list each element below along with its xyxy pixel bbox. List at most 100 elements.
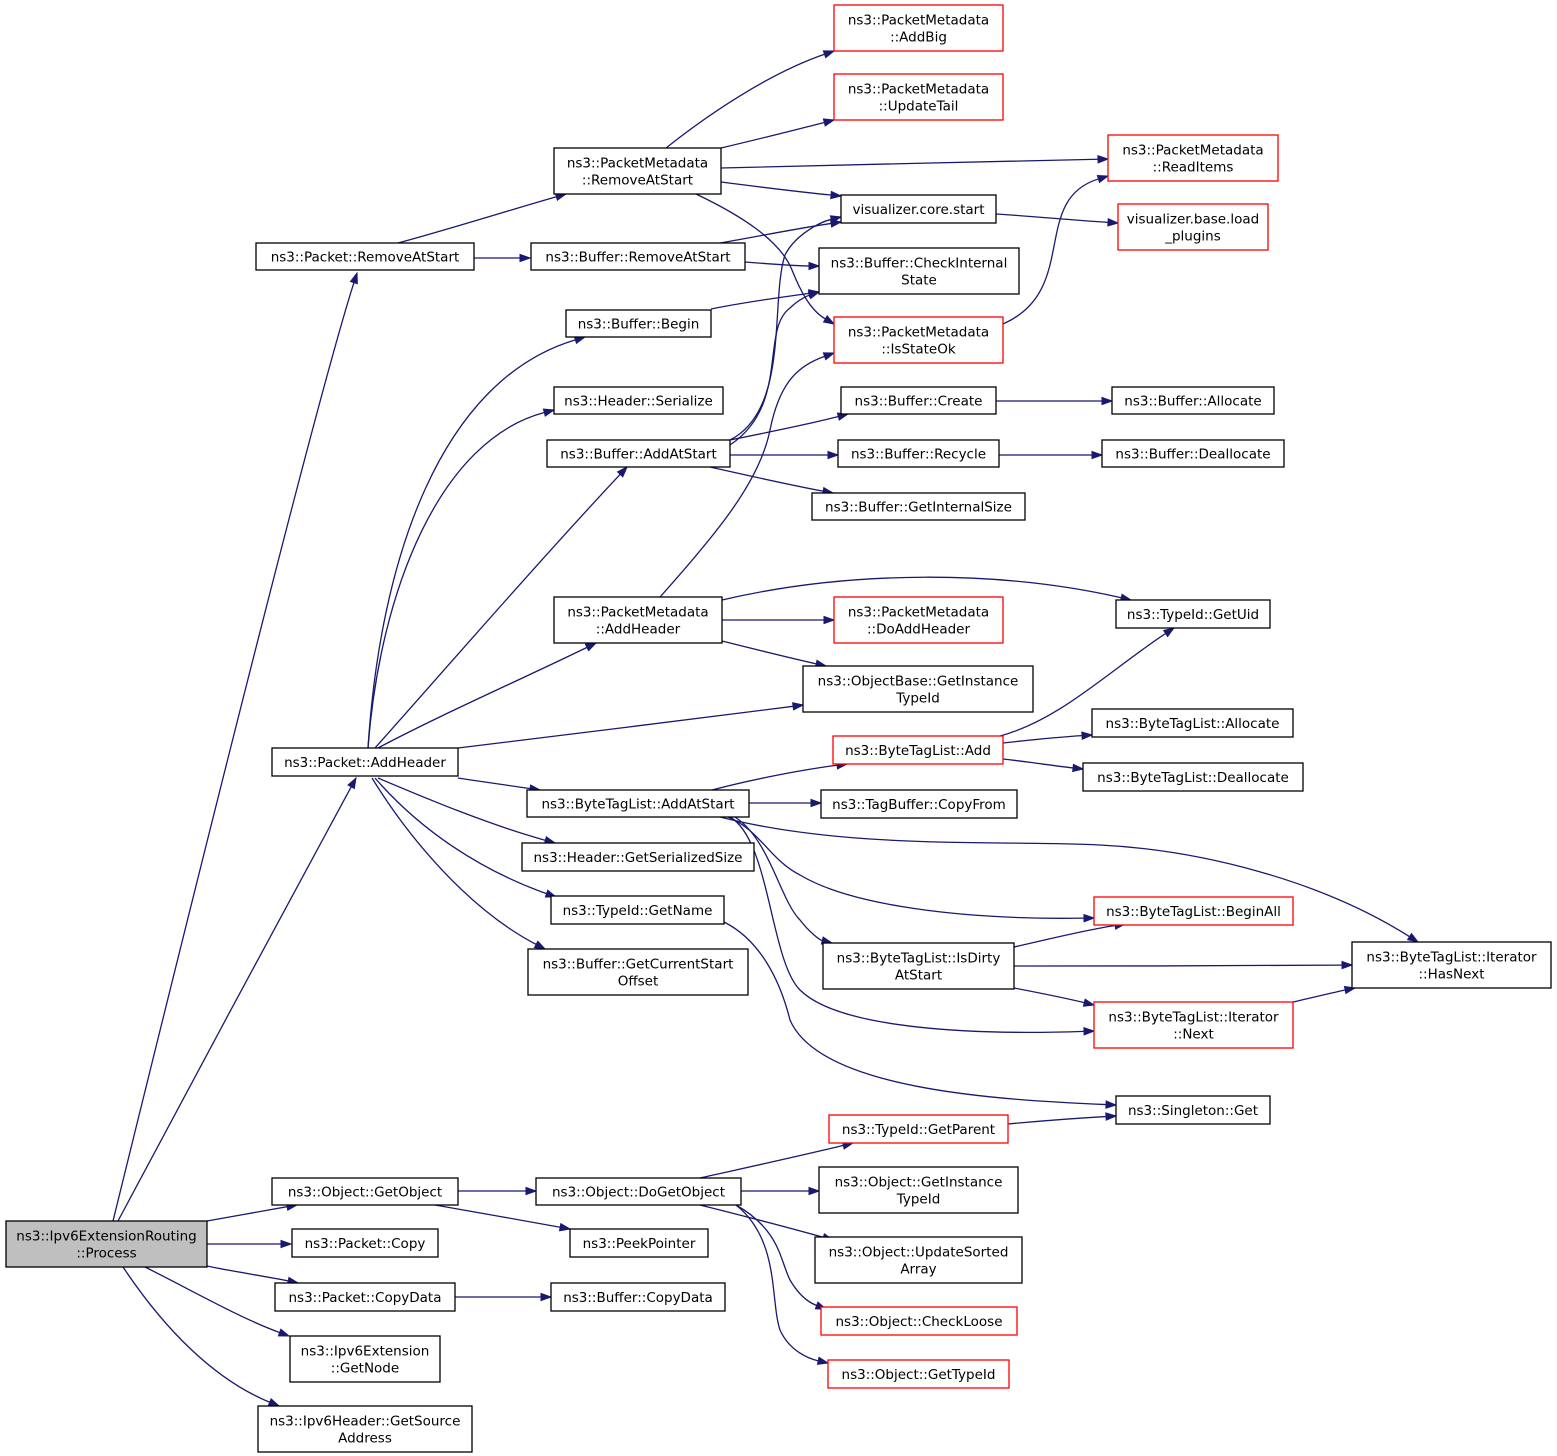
function-node-obj-getobject[interactable]: ns3::Object::GetObject (271, 1177, 459, 1206)
function-node-pkt-copy[interactable]: ns3::Packet::Copy (291, 1228, 439, 1258)
function-node-pm-readitems[interactable]: ns3::PacketMetadata::ReadItems (1107, 134, 1279, 182)
edge-arrowhead (1072, 763, 1085, 773)
edge-line (1292, 989, 1346, 1003)
function-node-hdr-getserializedsize[interactable]: ns3::Header::GetSerializedSize (521, 842, 755, 872)
node-box (1082, 762, 1304, 792)
function-node-btl-beginall[interactable]: ns3::ByteTagList::BeginAll (1093, 896, 1294, 926)
call-edge-vis_core_start-to-vis_base_load (995, 213, 1120, 227)
function-node-pm-isstateok[interactable]: ns3::PacketMetadata::IsStateOk (833, 316, 1004, 364)
function-node-pkt-addheader[interactable]: ns3::Packet::AddHeader (271, 747, 459, 777)
function-node-buf-recycle[interactable]: ns3::Buffer::Recycle (837, 439, 1000, 468)
function-node-buf-allocate[interactable]: ns3::Buffer::Allocate (1111, 386, 1275, 415)
edge-arrowhead (1097, 154, 1110, 164)
function-node-buf-create[interactable]: ns3::Buffer::Create (840, 386, 997, 415)
call-edge-root-to-ipv6ext_getnode (144, 1266, 291, 1337)
function-node-btl-allocate[interactable]: ns3::ByteTagList::Allocate (1091, 708, 1294, 738)
edge-line (729, 816, 1085, 1033)
edge-line (665, 53, 825, 149)
function-node-vis-base-load[interactable]: visualizer.base.load_plugins (1117, 203, 1269, 251)
edge-line (720, 181, 832, 196)
edge-arrowhead (1082, 998, 1096, 1007)
node-label-line: Address (338, 1431, 392, 1447)
function-node-pkt-copydata[interactable]: ns3::Packet::CopyData (274, 1282, 456, 1312)
function-node-btl-add[interactable]: ns3::ByteTagList::Add (832, 735, 1004, 765)
function-node-buf-deallocate[interactable]: ns3::Buffer::Deallocate (1101, 439, 1285, 468)
call-edge-pm_addheader-to-objbase_getinstance (721, 640, 828, 668)
call-edge-root-to-obj_getobject (206, 1202, 299, 1222)
edge-arrowhead (1091, 450, 1104, 460)
edge-arrowhead (1105, 1112, 1118, 1121)
function-node-buf-addatstart[interactable]: ns3::Buffer::AddAtStart (546, 439, 731, 468)
function-node-btl-deallocate[interactable]: ns3::ByteTagList::Deallocate (1082, 762, 1304, 792)
node-label-line: ns3::Ipv6Header::GetSource (270, 1414, 461, 1430)
function-node-pm-removeatstart[interactable]: ns3::PacketMetadata::RemoveAtStart (553, 147, 722, 195)
function-node-btl-iter-next[interactable]: ns3::ByteTagList::Iterator::Next (1093, 1001, 1294, 1049)
node-box (818, 247, 1020, 295)
function-node-obj-dogetobject[interactable]: ns3::Object::DoGetObject (535, 1177, 742, 1206)
call-edge-obj_dogetobject-to-obj_getinstance (740, 1186, 821, 1196)
function-node-ipv6ext-getnode[interactable]: ns3::Ipv6Extension::GetNode (289, 1335, 441, 1383)
function-node-pkt-removeatstart[interactable]: ns3::Packet::RemoveAtStart (255, 242, 475, 271)
function-node-tagbuf-copyfrom[interactable]: ns3::TagBuffer::CopyFrom (820, 789, 1018, 819)
edge-line (374, 473, 621, 749)
function-node-typeid-getuid[interactable]: ns3::TypeId::GetUid (1115, 599, 1271, 629)
edge-arrowhead (1406, 932, 1420, 943)
edge-arrowhead (1083, 913, 1096, 923)
edge-line (999, 632, 1166, 737)
node-label-line: ns3::ByteTagList::Allocate (1106, 716, 1280, 732)
node-label-line: _plugins (1164, 229, 1221, 245)
function-node-buf-copydata[interactable]: ns3::Buffer::CopyData (550, 1282, 726, 1312)
node-label-line: ::HasNext (1418, 967, 1484, 983)
call-edge-btl_addatstart-to-tagbuf_copyfrom (749, 798, 823, 808)
function-node-typeid-getparent[interactable]: ns3::TypeId::GetParent (828, 1114, 1009, 1144)
call-edge-btl_isdirty-to-btl_iter_hasnext (1013, 960, 1354, 970)
call-edge-pkt_addheader-to-hdr_serialize (367, 408, 556, 749)
function-node-buf-begin[interactable]: ns3::Buffer::Begin (565, 309, 712, 338)
node-label-line: ns3::Header::GetSerializedSize (534, 850, 743, 866)
node-box (565, 309, 712, 338)
edge-arrowhead (277, 1328, 291, 1337)
edge-arrowhead (829, 215, 843, 224)
node-box (553, 147, 722, 195)
function-node-pm-addbig[interactable]: ns3::PacketMetadata::AddBig (833, 4, 1004, 52)
edge-line (1013, 987, 1085, 1004)
function-node-pm-updatetail[interactable]: ns3::PacketMetadata::UpdateTail (833, 73, 1004, 121)
edge-arrowhead (280, 1239, 293, 1249)
function-node-pm-addheader[interactable]: ns3::PacketMetadata::AddHeader (553, 596, 723, 644)
edge-arrowhead (822, 352, 836, 361)
function-node-btl-addatstart[interactable]: ns3::ByteTagList::AddAtStart (526, 789, 750, 818)
edge-arrowhead (542, 408, 556, 417)
function-node-obj-checkloose[interactable]: ns3::Object::CheckLoose (820, 1306, 1018, 1336)
function-node-typeid-getname[interactable]: ns3::TypeId::GetName (550, 895, 725, 925)
function-node-hdr-serialize[interactable]: ns3::Header::Serialize (553, 386, 724, 415)
function-node-peekpointer[interactable]: ns3::PeekPointer (569, 1228, 709, 1258)
edge-line (719, 222, 832, 244)
node-box (546, 439, 731, 468)
call-edge-root-to-ipv6hdr_getsource (122, 1266, 281, 1407)
node-box (1111, 386, 1275, 415)
edge-line (206, 1265, 289, 1282)
call-edge-buf_recycle-to-buf_deallocate (998, 450, 1104, 460)
node-label-line: TypeId (895, 691, 940, 707)
node-label-line: ns3::ByteTagList::Deallocate (1097, 770, 1289, 786)
edge-line (744, 261, 810, 267)
node-label-line: ns3::Buffer::Create (855, 394, 983, 410)
node-label-line: ns3::Buffer::GetCurrentStart (543, 957, 734, 973)
function-node-singleton-get[interactable]: ns3::Singleton::Get (1115, 1095, 1271, 1125)
function-node-btl-iter-hasnext[interactable]: ns3::ByteTagList::Iterator::HasNext (1351, 941, 1552, 989)
function-node-pm-doaddheader[interactable]: ns3::PacketMetadata::DoAddHeader (833, 596, 1004, 644)
function-node-vis-core-start[interactable]: visualizer.core.start (840, 194, 997, 224)
call-edge-pkt_addheader-to-buf_begin (367, 335, 587, 749)
function-node-buf-removeatstart[interactable]: ns3::Buffer::RemoveAtStart (530, 242, 746, 271)
edge-arrowhead (827, 450, 840, 460)
function-node-obj-gettypeid[interactable]: ns3::Object::GetTypeId (827, 1359, 1010, 1389)
function-node-buf-getinternalsize[interactable]: ns3::Buffer::GetInternalSize (811, 492, 1026, 521)
function-node-root[interactable]: ns3::Ipv6ExtensionRouting::Process (5, 1220, 208, 1268)
